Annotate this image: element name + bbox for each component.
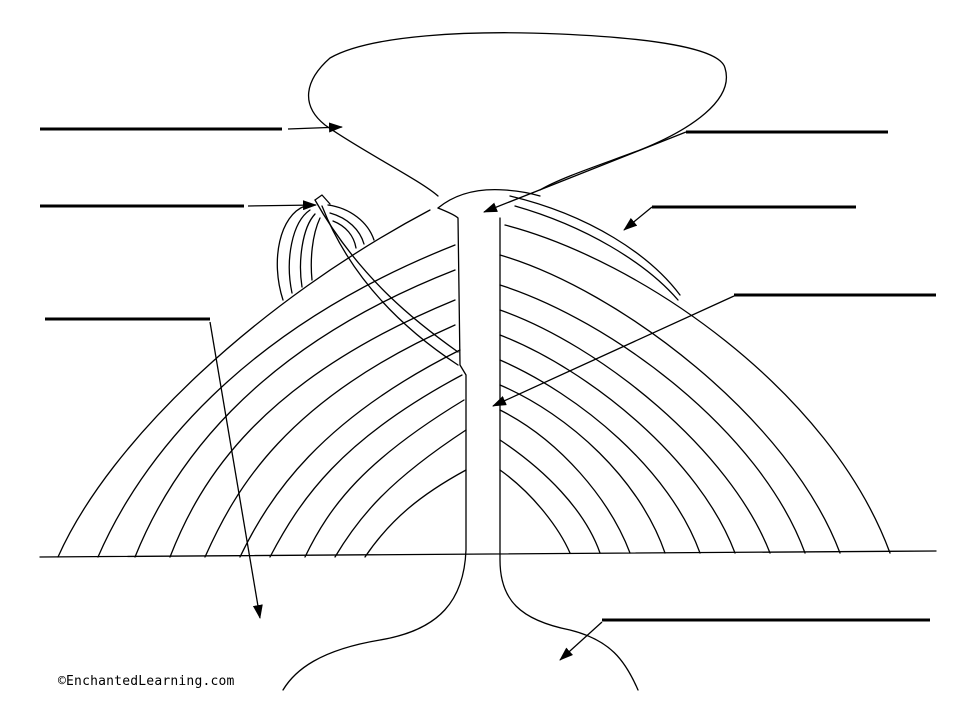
conduit-right-wall xyxy=(499,217,639,691)
ground-line xyxy=(39,550,937,558)
pointer-conduit xyxy=(492,295,735,407)
pointer-magma-chamber xyxy=(559,621,603,661)
ash-cloud-outline xyxy=(308,32,728,197)
pointer-ash-cloud xyxy=(287,122,343,133)
right-cone-layers xyxy=(499,224,891,554)
left-cone-layers xyxy=(57,209,467,558)
pointer-lava-flow xyxy=(623,206,653,231)
side-vent-pipe xyxy=(314,194,459,366)
side-vent-arcs xyxy=(276,204,375,301)
crater-dome xyxy=(437,188,541,209)
conduit-left-wall xyxy=(282,207,467,691)
pointer-crater xyxy=(483,131,687,213)
pointer-lava-layers xyxy=(209,321,263,619)
copyright-credit: ©EnchantedLearning.com xyxy=(58,674,235,689)
pointer-side-vent xyxy=(247,200,317,211)
lava-flow-outline xyxy=(509,195,681,296)
